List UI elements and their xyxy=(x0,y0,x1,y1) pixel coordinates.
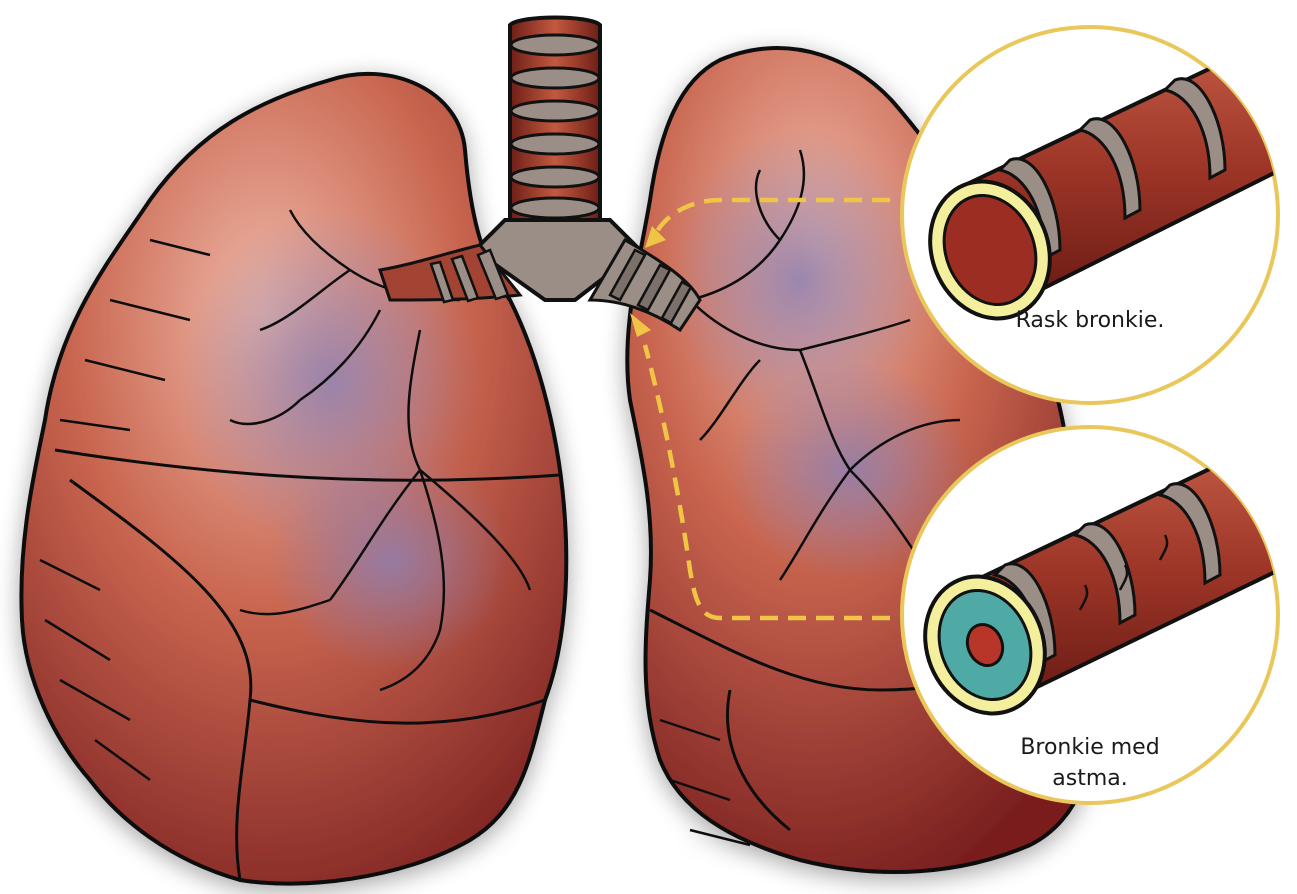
asthma-caption-line2: astma. xyxy=(960,763,1220,794)
asthma-bronchus-caption: Bronkie med astma. xyxy=(960,732,1220,794)
healthy-caption-text: Rask bronkie. xyxy=(960,305,1220,336)
healthy-bronchus-caption: Rask bronkie. xyxy=(960,305,1220,336)
asthma-caption-line1: Bronkie med xyxy=(960,732,1220,763)
left-lung xyxy=(21,74,566,884)
healthy-bronchus-callout xyxy=(902,27,1297,403)
